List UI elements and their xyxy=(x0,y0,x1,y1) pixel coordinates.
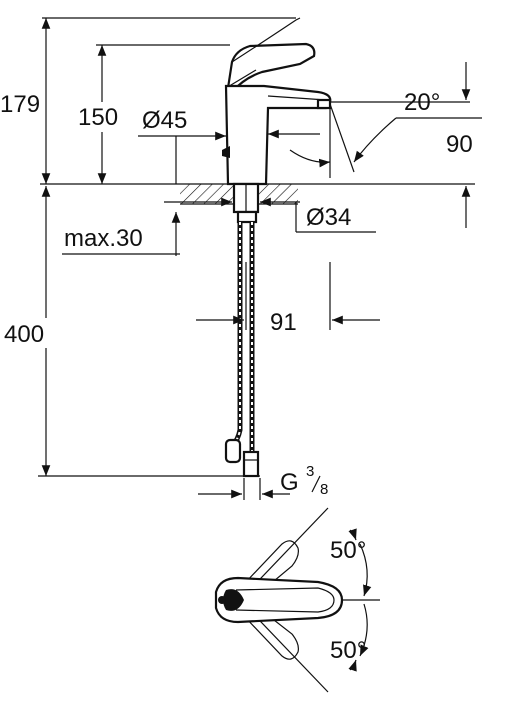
dim-projection: 91 xyxy=(196,262,380,336)
dim-deck-thickness: max.30 xyxy=(62,212,181,256)
dim-spout-height: 90 xyxy=(446,62,473,228)
dim-label-400: 400 xyxy=(4,321,44,348)
dim-body-diameter: Ø45 xyxy=(138,107,320,184)
dim-label-90: 90 xyxy=(446,131,473,158)
dim-label-thread-den: 8 xyxy=(320,481,328,498)
dim-total-height: 179 xyxy=(0,17,296,184)
dim-label-150: 150 xyxy=(78,104,118,131)
dim-connection-thread: G 3 8 xyxy=(198,463,328,500)
supply-hoses xyxy=(224,222,260,478)
dim-label-91: 91 xyxy=(270,309,297,336)
faucet-top-view: 50° 50° xyxy=(214,507,380,693)
dim-hose-length: 400 xyxy=(0,186,260,477)
dim-label-lever-bottom: 50° xyxy=(330,637,366,664)
dim-label-lever-top: 50° xyxy=(330,537,366,564)
dim-label-max30: max.30 xyxy=(64,225,143,252)
dim-label-thread-num: 3 xyxy=(306,463,314,480)
dim-body-height: 150 xyxy=(78,44,230,184)
dim-label-d34: Ø34 xyxy=(306,204,351,231)
dim-label-d45: Ø45 xyxy=(142,107,187,134)
dim-label-thread-g: G xyxy=(280,469,299,496)
dim-spout-angle: 20° xyxy=(289,89,482,178)
dim-label-20deg: 20° xyxy=(404,89,440,116)
dim-label-179: 179 xyxy=(0,91,40,118)
dim-shank-diameter: Ø34 xyxy=(164,197,376,233)
